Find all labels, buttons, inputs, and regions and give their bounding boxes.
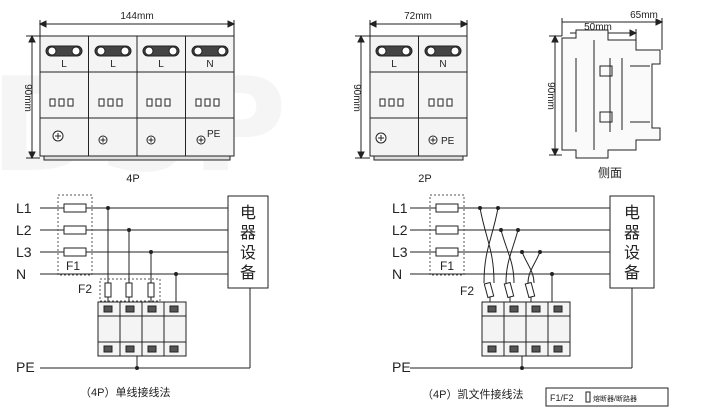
pole-label: L (110, 59, 116, 70)
device-char: 电 (240, 204, 256, 222)
legend-box: F1/F2 熔断器/断路器 (545, 387, 669, 407)
fuse2-label: F2 (460, 284, 474, 298)
right-spd-module (481, 301, 571, 357)
legend-text: 熔断器/断路器 (593, 394, 637, 403)
left-device-box (227, 195, 269, 289)
right-junction-dots (478, 206, 554, 370)
device-char: 设 (240, 244, 256, 262)
line-label: L3 (392, 244, 408, 260)
right-device-label: 电 器 设 备 (624, 204, 640, 282)
module-4p-terminals (45, 45, 229, 57)
pole-label: N (206, 59, 213, 70)
right-fuse-f1-group (429, 194, 465, 276)
wiring-caption: （4P）单线接线法 (80, 385, 170, 399)
terminal-pair (191, 45, 229, 57)
terminal-pair (45, 45, 83, 57)
right-fuse-f2-group (483, 281, 536, 299)
pe-label: PE (207, 129, 221, 140)
pole-label: L (61, 59, 67, 70)
module-caption: 2P (418, 173, 431, 185)
line-label: L1 (392, 200, 408, 216)
module-4p-indicators (49, 98, 220, 107)
line-label: L3 (16, 244, 32, 260)
dimension-label: 72mm (404, 11, 432, 22)
module-caption: 4P (126, 173, 139, 185)
right-device-box (609, 195, 655, 289)
fuse-group-label: F1 (440, 259, 454, 273)
dimension-label: 50mm (584, 22, 612, 33)
module-4p-screws (52, 130, 206, 145)
fuse-group-label: F1 (66, 259, 80, 273)
terminal-pair (142, 45, 180, 57)
left-line-labels: L1 L2 L3 N (16, 200, 32, 282)
dimension-label: 90mm (545, 82, 556, 110)
left-junction-dots (106, 206, 178, 370)
device-char: 设 (624, 244, 640, 262)
terminal-pair (94, 45, 132, 57)
device-char: 器 (240, 224, 256, 242)
pe-label: PE (441, 136, 455, 147)
left-device-label: 电 器 设 备 (240, 204, 256, 282)
dimension-label: 65mm (630, 10, 658, 21)
line-label: L2 (392, 222, 408, 238)
side-view (549, 18, 664, 159)
pole-label: N (439, 59, 446, 70)
line-label: L1 (16, 200, 32, 216)
module-2p-terminals (375, 45, 462, 57)
pe-line-label: PE (16, 359, 35, 375)
line-label: L2 (16, 222, 32, 238)
dimension-label: 144mm (120, 11, 153, 22)
wiring-caption: （4P）凯文件接线法 (422, 387, 523, 401)
line-label: N (16, 266, 26, 282)
left-fuse-f2-group (99, 278, 161, 302)
pe-line-label: PE (392, 359, 411, 375)
line-label: N (392, 266, 402, 282)
pole-label: L (391, 59, 397, 70)
module-4p-labels: L L L N (61, 59, 213, 70)
module-2p-screws (375, 132, 438, 145)
device-char: 备 (240, 264, 256, 282)
left-fuse-f1-group (57, 194, 93, 276)
terminal-pair (424, 45, 462, 57)
left-spd-module (97, 301, 187, 357)
device-char: 器 (624, 224, 640, 242)
device-char: 备 (624, 264, 640, 282)
terminal-pair (375, 45, 413, 57)
fuse2-label: F2 (78, 282, 92, 296)
module-2p-indicators (379, 98, 453, 107)
legend-prefix: F1/F2 (550, 393, 574, 403)
right-line-labels: L1 L2 L3 N (392, 200, 408, 282)
dimension-label: 90mm (22, 84, 33, 112)
dimension-label: 90mm (351, 84, 362, 112)
side-view-caption: 侧面 (598, 166, 622, 180)
device-char: 电 (624, 204, 640, 222)
pole-label: L (158, 59, 164, 70)
